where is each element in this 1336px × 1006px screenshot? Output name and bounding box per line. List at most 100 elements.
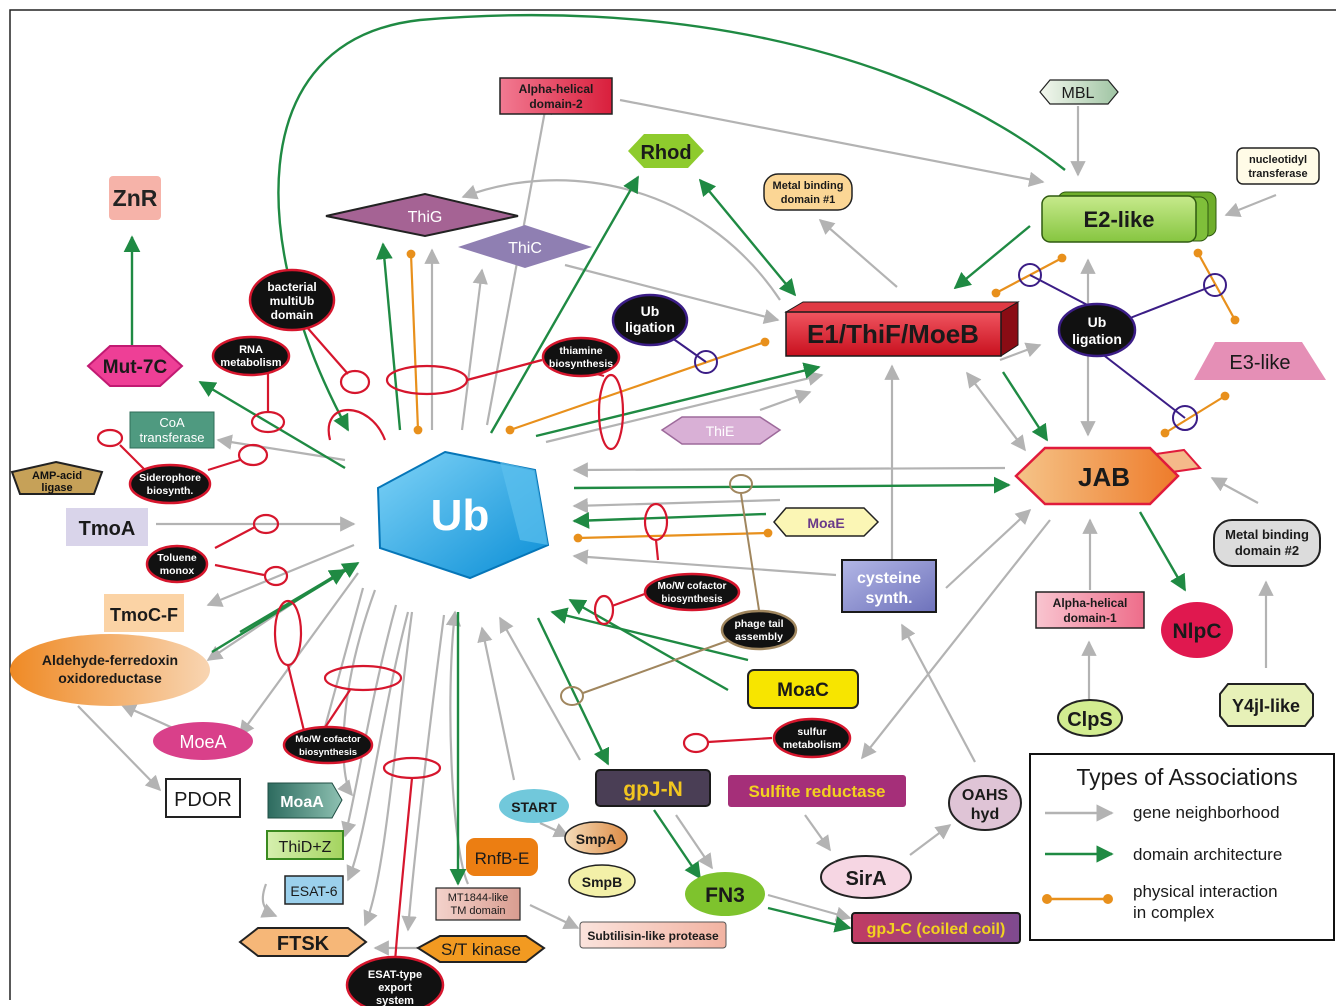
context-mow-cofactor-mid[interactable]: Mo/W cofactor biosynthesis (643, 572, 741, 612)
tmocf-node[interactable]: TmoC-F (104, 594, 184, 632)
thic-node[interactable]: ThiC (458, 225, 592, 268)
context-sulfur-metabolism[interactable]: sulfur metabolism (772, 717, 852, 759)
context-esat-export[interactable]: ESAT-type export system (345, 955, 445, 1006)
moae-node[interactable]: MoaE (773, 507, 880, 537)
moaa-node[interactable]: MoaA (267, 782, 343, 819)
nlpc-label: NlpC (1173, 620, 1222, 643)
context-ub-ligation-top[interactable]: Ub ligation (611, 293, 689, 347)
pdor-node[interactable]: PDOR (165, 778, 241, 818)
mt1844-line2: TM domain (450, 905, 505, 917)
moea-node[interactable]: MoeA (153, 722, 253, 760)
pdor-label: PDOR (174, 789, 232, 811)
metal1-line2: domain #1 (781, 194, 835, 206)
context-rna-metabolism[interactable]: RNA metabolism (211, 335, 291, 377)
cysteine-synth-node[interactable]: cysteine synth. (841, 559, 937, 613)
e2-like-node[interactable]: E2-like (1041, 191, 1217, 243)
tmoa-node[interactable]: TmoA (66, 508, 148, 546)
legend-item-domain-architecture: domain architecture (1045, 845, 1282, 864)
context-thiamine[interactable]: thiamine biosynthesis (541, 336, 621, 378)
context-mow-cofactor-left[interactable]: Mo/W cofactor biosynthesis (282, 725, 374, 765)
sira-node[interactable]: SirA (820, 855, 912, 899)
context-ub-ligation-right[interactable]: Ub ligation (1057, 302, 1137, 358)
coa-line2: transferase (139, 430, 204, 445)
alpha-helical-domain-1-node[interactable]: Alpha-helical domain-1 (1035, 591, 1145, 629)
mut7c-label: Mut-7C (103, 357, 168, 378)
metal-binding-1-node[interactable]: Metal binding domain #1 (763, 173, 853, 211)
ctx-mowl-1: Mo/W cofactor (295, 734, 361, 745)
smpb-label: SmpB (582, 874, 622, 890)
sulfite-reductase-node[interactable]: Sulfite reductase (728, 775, 906, 807)
legend-domain-architecture-label: domain architecture (1133, 845, 1282, 864)
e3-like-node[interactable]: E3-like (1194, 342, 1326, 380)
ctx-mowm-2: biosynthesis (661, 594, 723, 605)
subtilisin-node[interactable]: Subtilisin-like protease (579, 921, 727, 949)
oahs-hyd-node[interactable]: OAHS hyd (948, 775, 1022, 831)
esat6-label: ESAT-6 (290, 883, 337, 899)
thig-label: ThiG (408, 209, 443, 226)
nucleotidyl-transferase-node[interactable]: nucleotidyl transferase (1236, 147, 1320, 185)
fn3-node[interactable]: FN3 (685, 872, 765, 916)
gpjn-node[interactable]: gpJ-N (595, 769, 711, 807)
start-node[interactable]: START (499, 789, 569, 823)
rhod-node[interactable]: Rhod (628, 134, 704, 168)
e3-label: E3-like (1229, 352, 1290, 374)
smpa-label: SmpA (576, 831, 616, 847)
ctx-ubl-right-2: ligation (1072, 331, 1122, 347)
ctx-tol-2: monox (160, 565, 195, 577)
ftsk-node[interactable]: FTSK (238, 927, 368, 957)
amp-acid-ligase-node[interactable]: AMP-acid ligase (10, 460, 104, 495)
rnfbe-node[interactable]: RnfB-E (466, 838, 538, 876)
thidz-node[interactable]: ThiD+Z (266, 830, 344, 860)
cysteine-line2: synth. (865, 590, 912, 607)
mt1844-node[interactable]: MT1844-like TM domain (435, 887, 521, 921)
znr-node[interactable]: ZnR (109, 176, 161, 220)
moac-label: MoaC (777, 680, 829, 701)
ub-node[interactable]: Ub (376, 450, 550, 580)
legend-physical-interaction-label-2: in complex (1133, 903, 1215, 922)
gpjc-label: gpJ-C (coiled coil) (867, 921, 1006, 938)
ctx-ubl-top-1: Ub (641, 303, 660, 319)
coa-transferase-node[interactable]: CoA transferase (129, 411, 215, 449)
esat6-node[interactable]: ESAT-6 (284, 875, 344, 905)
sira-label: SirA (845, 868, 886, 890)
st-kinase-node[interactable]: S/T kinase (416, 935, 546, 963)
smpb-node[interactable]: SmpB (568, 864, 636, 898)
mut7c-node[interactable]: Mut-7C (86, 345, 184, 387)
alpha-helical-domain-2-node[interactable]: Alpha-helical domain-2 (499, 77, 613, 115)
st-kinase-label: S/T kinase (441, 940, 521, 959)
thie-node[interactable]: ThiE (660, 416, 782, 445)
legend-physical-interaction-label-1: physical interaction (1133, 882, 1278, 901)
ctx-esat-1: ESAT-type (368, 969, 422, 981)
y4jl-label: Y4jI-like (1232, 696, 1300, 716)
ctx-esat-3: system (376, 995, 414, 1006)
metal-binding-2-node[interactable]: Metal binding domain #2 (1213, 519, 1321, 567)
alpha1-line2: domain-1 (1063, 611, 1117, 625)
alpha2-line1: Alpha-helical (519, 82, 594, 96)
amp-line2: ligase (41, 482, 72, 494)
thidz-label: ThiD+Z (279, 839, 332, 856)
jab-node[interactable]: JAB (1014, 446, 1202, 506)
context-siderophore[interactable]: Siderophore biosynth. (128, 463, 212, 505)
ctx-thia-1: thiamine (559, 345, 602, 357)
context-bacterial-multiub[interactable]: bacterial multiUb domain (248, 268, 336, 332)
mbl-node[interactable]: MBL (1039, 79, 1119, 105)
aldehyde-ferredoxin-node[interactable]: Aldehyde-ferredoxin oxidoreductase (10, 634, 210, 706)
e1-thif-moeb-node[interactable]: E1/ThiF/MoeB (784, 301, 1020, 357)
gpjc-node[interactable]: gpJ-C (coiled coil) (851, 912, 1021, 944)
smpa-node[interactable]: SmpA (564, 821, 628, 855)
sulfite-label: Sulfite reductase (749, 782, 886, 801)
aldehyde-line1: Aldehyde-ferredoxin (42, 652, 178, 668)
clps-node[interactable]: ClpS (1057, 699, 1123, 737)
ctx-ubl-right-1: Ub (1088, 314, 1107, 330)
fn3-label: FN3 (705, 884, 745, 907)
context-phage-tail[interactable]: phage tail assembly (720, 609, 798, 651)
legend-item-gene-neighborhood: gene neighborhood (1045, 803, 1280, 822)
nucleotidyl-line1: nucleotidyl (1249, 154, 1307, 166)
y4jl-like-node[interactable]: Y4jI-like (1219, 683, 1314, 727)
thig-node[interactable]: ThiG (325, 192, 519, 238)
context-toluene-monox[interactable]: Toluene monox (145, 544, 209, 584)
moac-node[interactable]: MoaC (747, 669, 859, 709)
alpha1-line1: Alpha-helical (1053, 596, 1128, 610)
metal1-line1: Metal binding (773, 180, 844, 192)
nlpc-node[interactable]: NlpC (1161, 602, 1233, 658)
